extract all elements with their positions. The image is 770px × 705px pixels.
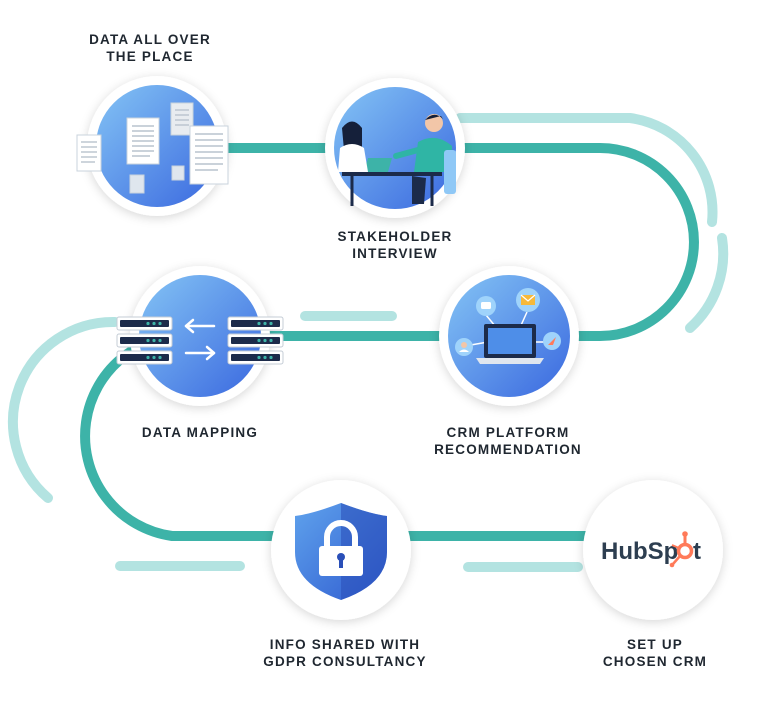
server-transfer-icon — [116, 316, 284, 365]
label-line: DATA ALL OVER — [89, 32, 211, 47]
label-line: CHOSEN CRM — [602, 654, 708, 669]
label-line: RECOMMENDATION — [434, 442, 582, 457]
label-line: INFO SHARED WITH — [269, 637, 421, 652]
step-stakeholder-interview — [325, 78, 465, 218]
laptop-network-icon — [455, 288, 561, 364]
light-path — [8, 113, 729, 572]
label-crm-platform-recommendation: CRM PLATFORM RECOMMENDATION — [418, 424, 598, 458]
label-line: INTERVIEW — [352, 246, 438, 261]
label-data-all-over: DATA ALL OVER THE PLACE — [60, 31, 240, 65]
label-data-mapping: DATA MAPPING — [110, 424, 290, 441]
shield-lock-icon — [295, 503, 387, 600]
label-line: SET UP — [627, 637, 683, 652]
label-line: DATA MAPPING — [141, 425, 259, 440]
interview-people-icon — [338, 114, 456, 206]
step-info-shared-gdpr — [271, 480, 411, 620]
step-crm-platform-recommendation — [439, 266, 579, 406]
hubspot-logo-icon: HubSp t — [601, 531, 701, 568]
label-stakeholder-interview: STAKEHOLDER INTERVIEW — [310, 228, 480, 262]
hubspot-text-left: HubSp — [601, 538, 678, 565]
label-line: CRM PLATFORM — [446, 425, 570, 440]
label-line: STAKEHOLDER — [337, 229, 453, 244]
label-set-up-crm: SET UP CHOSEN CRM — [580, 636, 730, 670]
step-data-mapping — [116, 266, 284, 406]
label-line: THE PLACE — [106, 49, 194, 64]
label-line: GDPR CONSULTANCY — [263, 654, 427, 669]
label-info-shared-gdpr: INFO SHARED WITH GDPR CONSULTANCY — [240, 636, 450, 670]
step-set-up-crm: HubSp t — [583, 480, 723, 620]
hubspot-text-right: t — [693, 538, 701, 565]
step-data-all-over — [76, 76, 229, 216]
scattered-documents-icon — [76, 102, 229, 194]
